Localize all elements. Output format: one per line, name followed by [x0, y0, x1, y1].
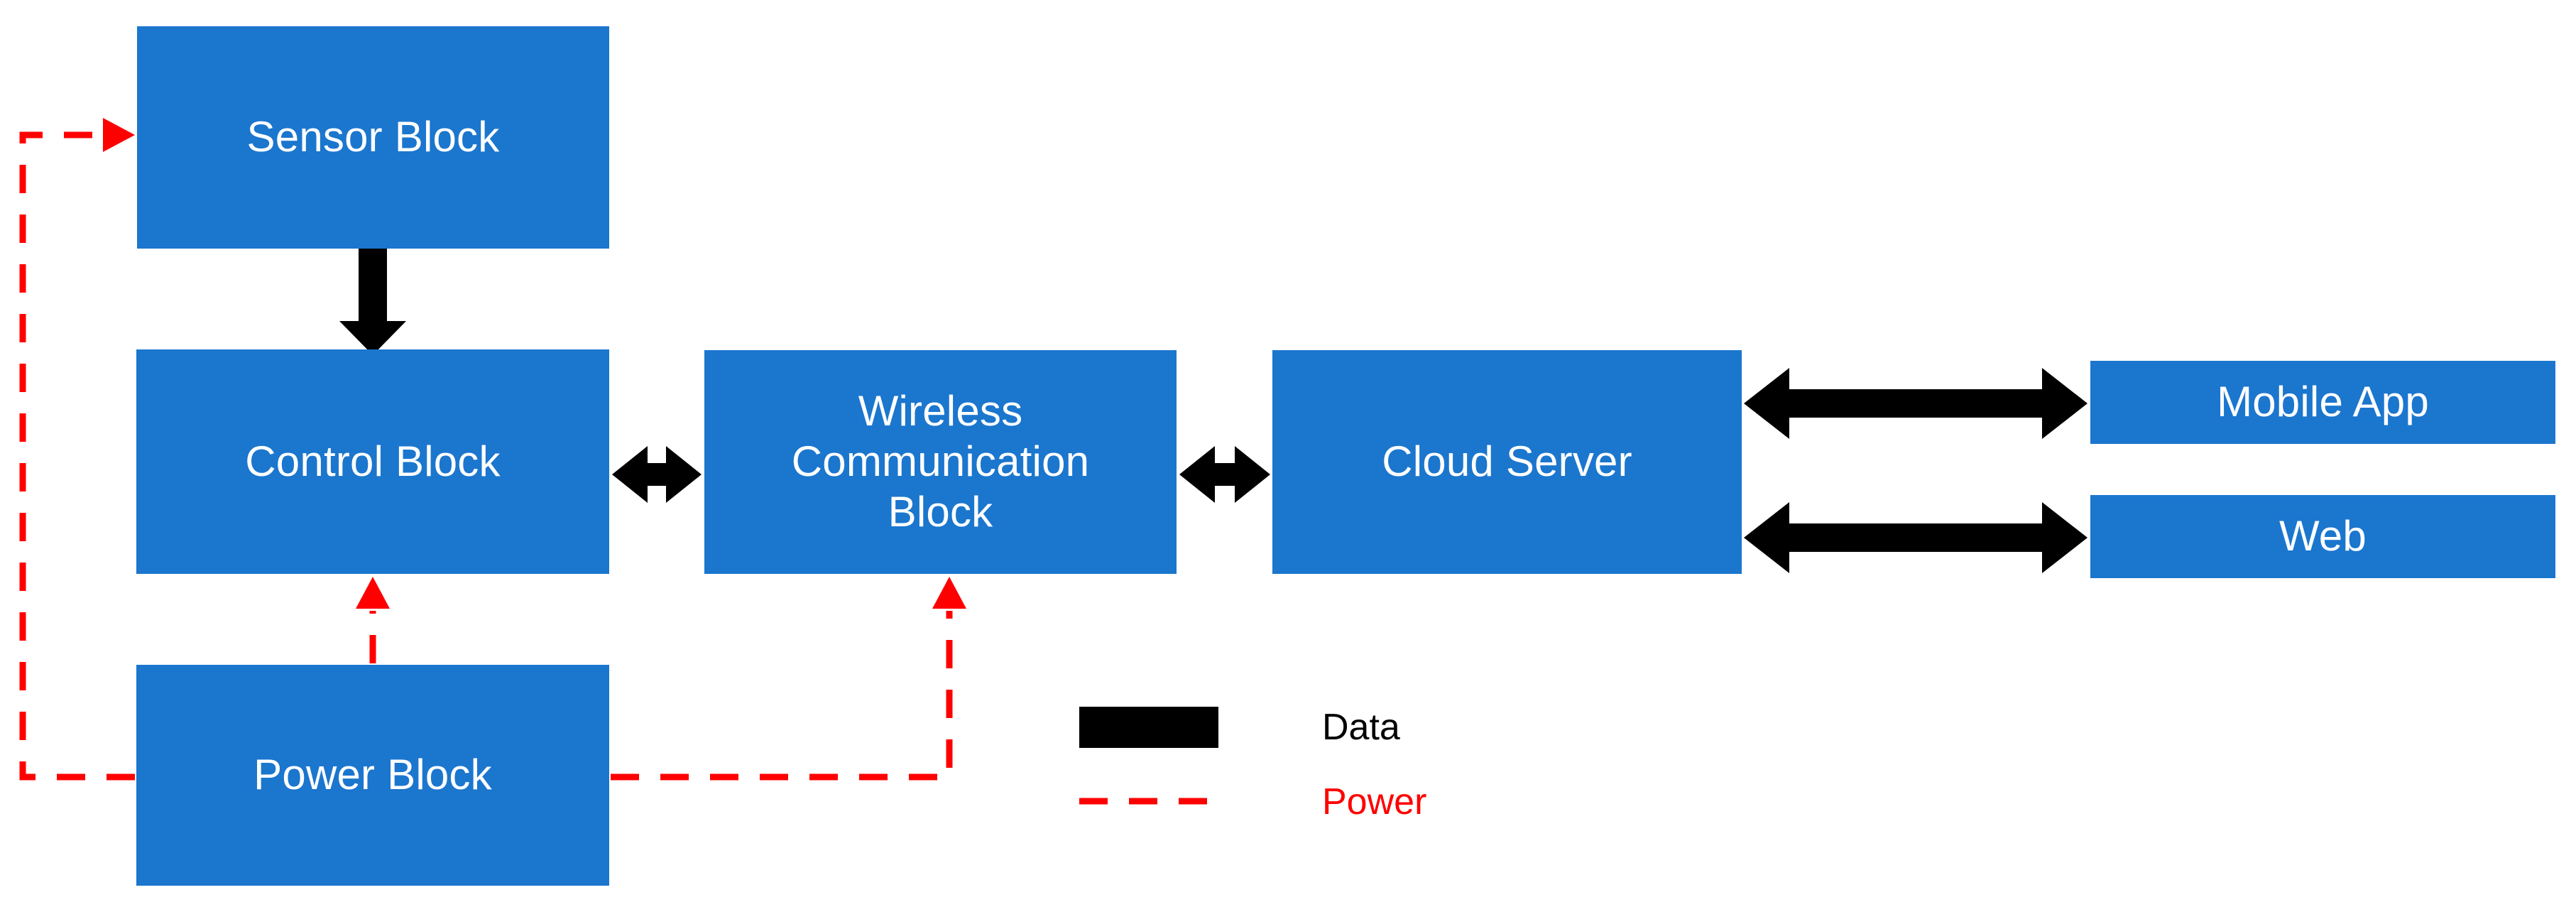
- block-cloud-server[interactable]: Cloud Server: [1272, 350, 1742, 574]
- arrow-cloud-to-web: [1744, 502, 2087, 573]
- arrow-sensor-to-control: [339, 249, 406, 355]
- block-control-block[interactable]: Control Block: [136, 349, 609, 574]
- legend-label-power: Power: [1322, 781, 1427, 822]
- arrow-wireless-to-cloud: [1179, 446, 1270, 503]
- legend-data-swatch: [1079, 707, 1218, 748]
- block-mobile-app[interactable]: Mobile App: [2090, 361, 2555, 444]
- block-wireless-communication-block[interactable]: Wireless Communication Block: [704, 350, 1177, 574]
- block-web[interactable]: Web: [2090, 495, 2555, 578]
- arrow-cloud-to-mobile-app: [1744, 368, 2087, 439]
- power-line-to-sensor: [19, 118, 135, 781]
- legend-label-data: Data: [1322, 707, 1400, 748]
- block-sensor-block[interactable]: Sensor Block: [137, 26, 609, 249]
- power-line-to-control: [356, 577, 390, 663]
- arrow-control-to-wireless: [612, 446, 702, 503]
- power-line-to-wireless: [611, 577, 966, 781]
- block-power-block[interactable]: Power Block: [136, 665, 609, 886]
